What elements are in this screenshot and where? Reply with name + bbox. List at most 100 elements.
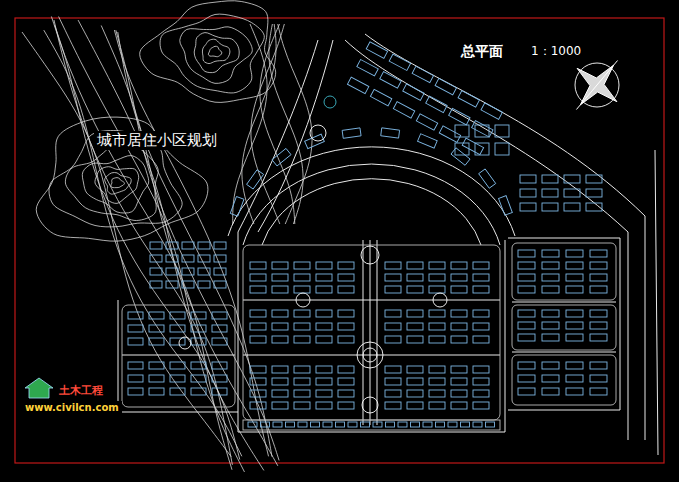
building	[473, 366, 489, 373]
building	[542, 375, 559, 382]
building	[149, 375, 164, 382]
building	[429, 378, 445, 385]
building	[407, 323, 423, 330]
building	[170, 338, 185, 345]
road-edge	[238, 232, 505, 432]
building	[518, 262, 535, 269]
block-road	[243, 300, 500, 355]
building	[214, 255, 226, 262]
arc-road	[228, 147, 515, 236]
plaza-circle	[310, 125, 326, 141]
building	[385, 274, 401, 281]
building	[411, 422, 420, 427]
building	[586, 203, 602, 211]
road-edge	[628, 232, 629, 440]
building	[250, 378, 266, 385]
building	[448, 422, 457, 427]
building	[542, 322, 559, 329]
building	[564, 203, 580, 211]
building	[473, 378, 489, 385]
arc-road	[262, 179, 481, 245]
plan-label: www.civilcn.com	[22, 401, 122, 415]
building	[294, 262, 310, 269]
building	[305, 134, 325, 149]
building	[451, 310, 467, 317]
building	[518, 334, 535, 341]
building	[338, 310, 354, 317]
building	[250, 402, 266, 409]
building	[566, 362, 583, 369]
building	[451, 262, 467, 269]
building	[590, 322, 607, 329]
building	[316, 390, 332, 397]
building	[248, 422, 257, 427]
building	[386, 422, 395, 427]
building	[473, 390, 489, 397]
building	[451, 378, 467, 385]
building	[518, 250, 535, 257]
building	[272, 402, 288, 409]
building	[191, 325, 206, 332]
building	[150, 268, 162, 275]
building	[128, 325, 143, 332]
building	[451, 286, 467, 293]
building	[429, 402, 445, 409]
building	[520, 203, 536, 211]
building	[475, 125, 489, 137]
plan-label: 土木工程	[56, 384, 106, 399]
building	[128, 375, 143, 382]
building	[250, 336, 266, 343]
building	[564, 189, 580, 197]
building	[286, 422, 295, 427]
building	[272, 323, 288, 330]
building	[214, 281, 226, 288]
building	[590, 362, 607, 369]
building	[542, 388, 559, 395]
building	[250, 390, 266, 397]
building	[389, 54, 410, 70]
building	[542, 189, 558, 197]
building	[338, 366, 354, 373]
building	[338, 336, 354, 343]
building	[182, 242, 194, 249]
terrain-contours	[22, 1, 312, 472]
building	[518, 322, 535, 329]
building	[294, 323, 310, 330]
building	[590, 310, 607, 317]
building	[294, 336, 310, 343]
building	[150, 281, 162, 288]
building	[198, 268, 210, 275]
building	[412, 66, 433, 82]
building	[366, 42, 387, 58]
building	[198, 255, 210, 262]
plan-label: 城市居住小区规划	[94, 131, 220, 150]
building	[261, 422, 270, 427]
building	[586, 175, 602, 183]
compass-axis	[576, 60, 617, 109]
building	[212, 388, 227, 395]
building	[149, 325, 164, 332]
building	[373, 422, 382, 427]
contour-line	[22, 32, 231, 457]
building	[429, 336, 445, 343]
building	[212, 312, 227, 319]
building	[311, 422, 320, 427]
building	[214, 242, 226, 249]
building	[128, 388, 143, 395]
building	[272, 310, 288, 317]
building	[590, 274, 607, 281]
road-edge	[258, 40, 333, 232]
contour-line	[140, 1, 276, 103]
building	[426, 96, 447, 112]
building	[342, 128, 361, 138]
road-lines	[118, 34, 658, 455]
building	[451, 336, 467, 343]
building	[294, 310, 310, 317]
building	[590, 250, 607, 257]
building	[357, 59, 378, 75]
building	[380, 72, 401, 88]
building	[272, 274, 288, 281]
building	[407, 274, 423, 281]
plan-label: 1：1000	[528, 44, 584, 60]
building	[418, 134, 438, 148]
